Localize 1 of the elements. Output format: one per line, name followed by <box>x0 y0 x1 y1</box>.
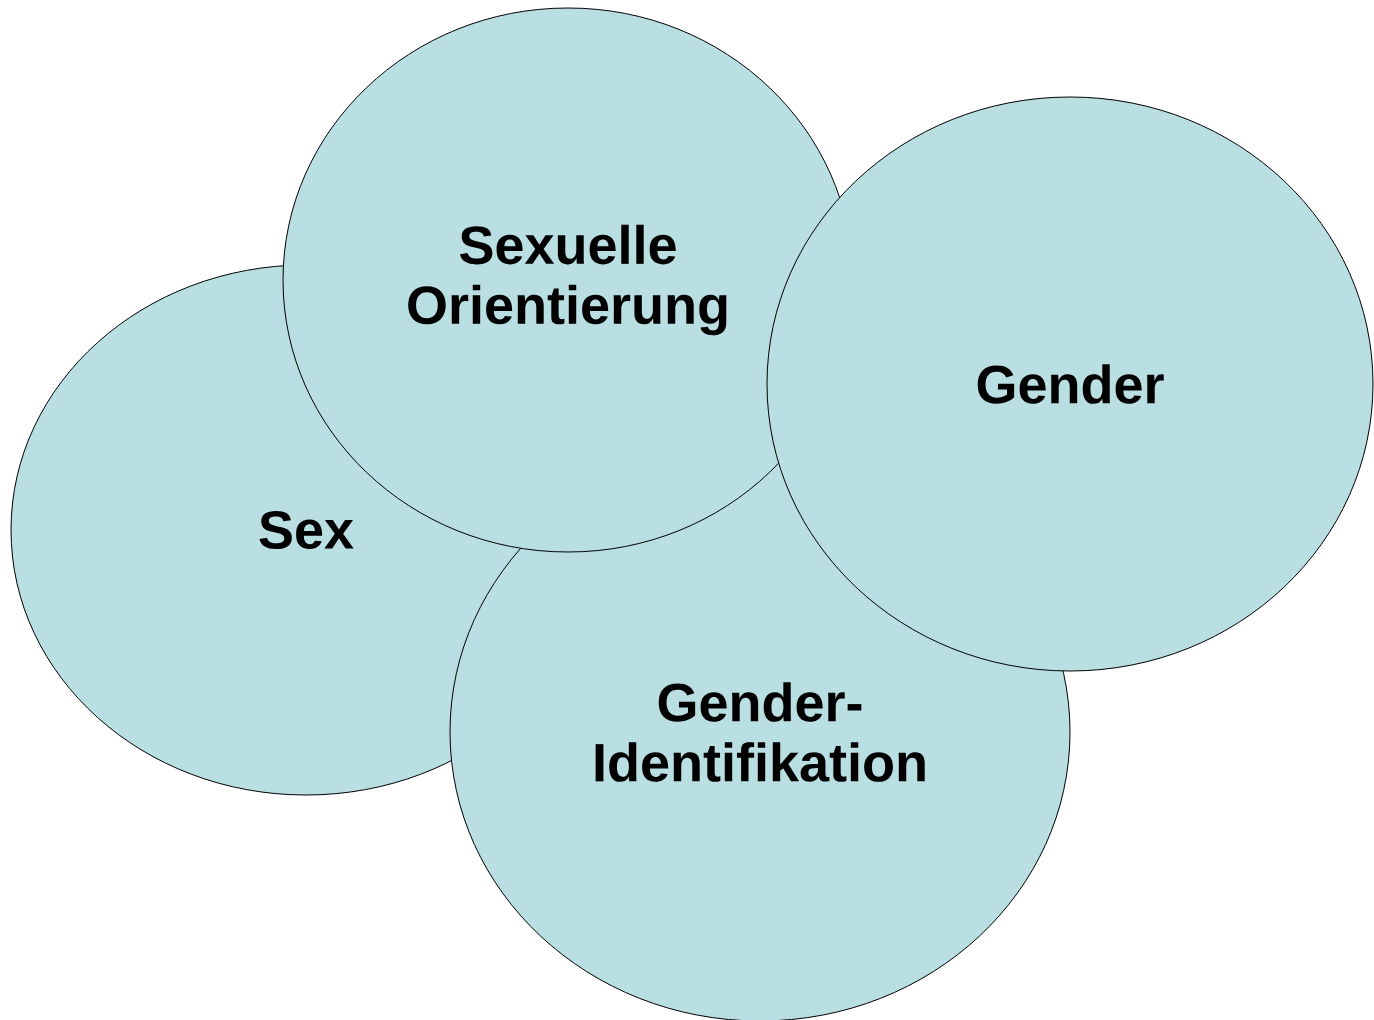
circle-label: Gender <box>766 96 1374 672</box>
